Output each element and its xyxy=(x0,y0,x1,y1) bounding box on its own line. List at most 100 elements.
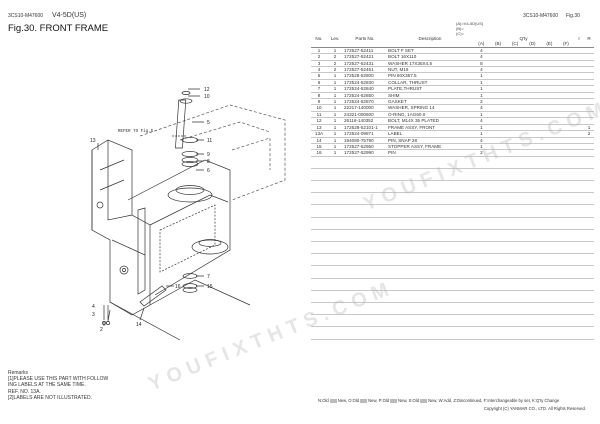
row-parts-no: 172524-52830 xyxy=(343,79,387,87)
row-qty-c xyxy=(506,85,524,93)
doc-code-left: 3CS10-M47600 xyxy=(8,13,44,19)
row-i xyxy=(574,47,584,55)
row-parts-no: 26116-140352 xyxy=(343,117,387,125)
row-i xyxy=(574,104,584,112)
row-qty-b xyxy=(489,130,507,138)
row-qty-f xyxy=(557,104,574,112)
row-i xyxy=(574,124,584,132)
row-no: 7 xyxy=(311,85,327,93)
row-description: FRAME ASSY, FRONT xyxy=(387,124,473,132)
row-qty-e xyxy=(541,111,558,119)
row-parts-no: 172527-52950 xyxy=(343,143,387,151)
legend-rest: W:Add, Z:Discontinued, F:Interchangeable… xyxy=(438,398,560,403)
row-qty-b xyxy=(489,137,507,144)
row-no: 10 xyxy=(311,104,327,112)
remarks-title: Remarks xyxy=(8,370,29,376)
row-description: O-RING, 1AG60.0 xyxy=(387,111,473,119)
row-qty-a: 4 xyxy=(473,47,490,55)
qty-col-d: (D) xyxy=(529,41,536,47)
row-qty-b xyxy=(489,143,507,151)
row-i xyxy=(574,149,584,157)
row-description: BOLT 16X110 xyxy=(387,53,473,61)
row-qty-e xyxy=(541,117,558,125)
row-qty-a: 4 xyxy=(473,66,490,74)
condition-a: (A)=V4-5D(US) xyxy=(456,21,484,26)
row-r xyxy=(584,98,594,106)
callout-12: 12 xyxy=(204,87,210,93)
row-qty-e xyxy=(541,53,558,61)
doc-code-right: 3CS10-M47600 xyxy=(523,13,559,19)
row-qty-a: 1 xyxy=(473,92,490,100)
qty-col-f: (F) xyxy=(562,41,569,47)
row-no: 16 xyxy=(311,149,327,157)
row-r xyxy=(584,60,594,68)
row-qty-b xyxy=(489,85,507,93)
row-no: 14 xyxy=(311,137,327,144)
row-qty-b xyxy=(489,104,507,112)
row-qty-f xyxy=(557,137,574,144)
row-qty-a: 1 xyxy=(473,124,490,132)
row-r xyxy=(584,111,594,119)
row-lev: 1 xyxy=(327,137,343,144)
row-qty-e xyxy=(541,85,558,93)
row-parts-no: 172524-52870 xyxy=(343,98,387,106)
row-qty-d xyxy=(523,98,542,106)
callout-15: 15 xyxy=(207,284,213,290)
row-qty-d xyxy=(523,53,542,61)
row-qty-f xyxy=(557,72,574,80)
row-qty-f xyxy=(557,79,574,87)
row-i xyxy=(574,72,584,80)
remarks-line: [2]LABELS ARE NOT ILLUSTRATED. xyxy=(8,394,93,401)
row-r xyxy=(584,79,594,87)
remarks-line: ING LABELS AT THE SAME TIME. xyxy=(8,382,86,389)
row-qty-d xyxy=(523,85,542,93)
row-qty-f xyxy=(557,85,574,93)
row-qty-d xyxy=(523,60,542,68)
row-parts-no: 172527-52411 xyxy=(343,47,387,55)
row-qty-c xyxy=(506,137,524,144)
row-r xyxy=(584,104,594,112)
callout-10: 10 xyxy=(204,94,210,100)
empty-row xyxy=(311,302,594,316)
qty-col-e: (E) xyxy=(546,41,553,47)
row-r xyxy=(584,137,594,144)
row-parts-no: 172527-52431 xyxy=(343,60,387,68)
row-parts-no: 22217-140000 xyxy=(343,104,387,112)
empty-row xyxy=(311,204,594,218)
remarks-line: REF. NO. 13A. xyxy=(8,388,41,395)
row-no: 2 xyxy=(311,53,327,61)
row-i xyxy=(574,130,584,138)
row-qty-c xyxy=(506,104,524,112)
row-qty-c xyxy=(506,130,524,138)
row-qty-f xyxy=(557,143,574,151)
header-qty: Q'ty xyxy=(519,36,528,41)
row-qty-c xyxy=(506,66,524,74)
row-description: WASHER, SPRING 14 xyxy=(387,104,473,112)
row-no: 1 xyxy=(311,47,327,55)
row-qty-e xyxy=(541,92,558,100)
row-qty-c xyxy=(506,60,524,68)
row-lev: 1 xyxy=(327,111,343,119)
row-lev: 1 xyxy=(327,79,343,87)
row-qty-d xyxy=(523,72,542,80)
row-description: LABEL xyxy=(387,130,473,138)
empty-row xyxy=(311,253,594,267)
row-description: BOLT, M14X 35 PLATED xyxy=(387,117,473,125)
row-lev: 1 xyxy=(327,130,343,138)
row-lev: 1 xyxy=(327,104,343,112)
row-qty-c xyxy=(506,149,524,157)
row-qty-a: 4 xyxy=(473,137,490,144)
front-frame-diagram: REFER TO Fig.5 12 10 5 11 9 8 6 13 7 15 … xyxy=(90,87,286,340)
legend-p: P:Old xyxy=(378,398,390,403)
empty-row xyxy=(311,217,594,230)
row-no: 4 xyxy=(311,66,327,74)
legend-n: N:Old xyxy=(318,398,329,403)
row-qty-d xyxy=(523,111,542,119)
row-qty-b xyxy=(489,60,507,68)
row-r xyxy=(584,149,594,157)
